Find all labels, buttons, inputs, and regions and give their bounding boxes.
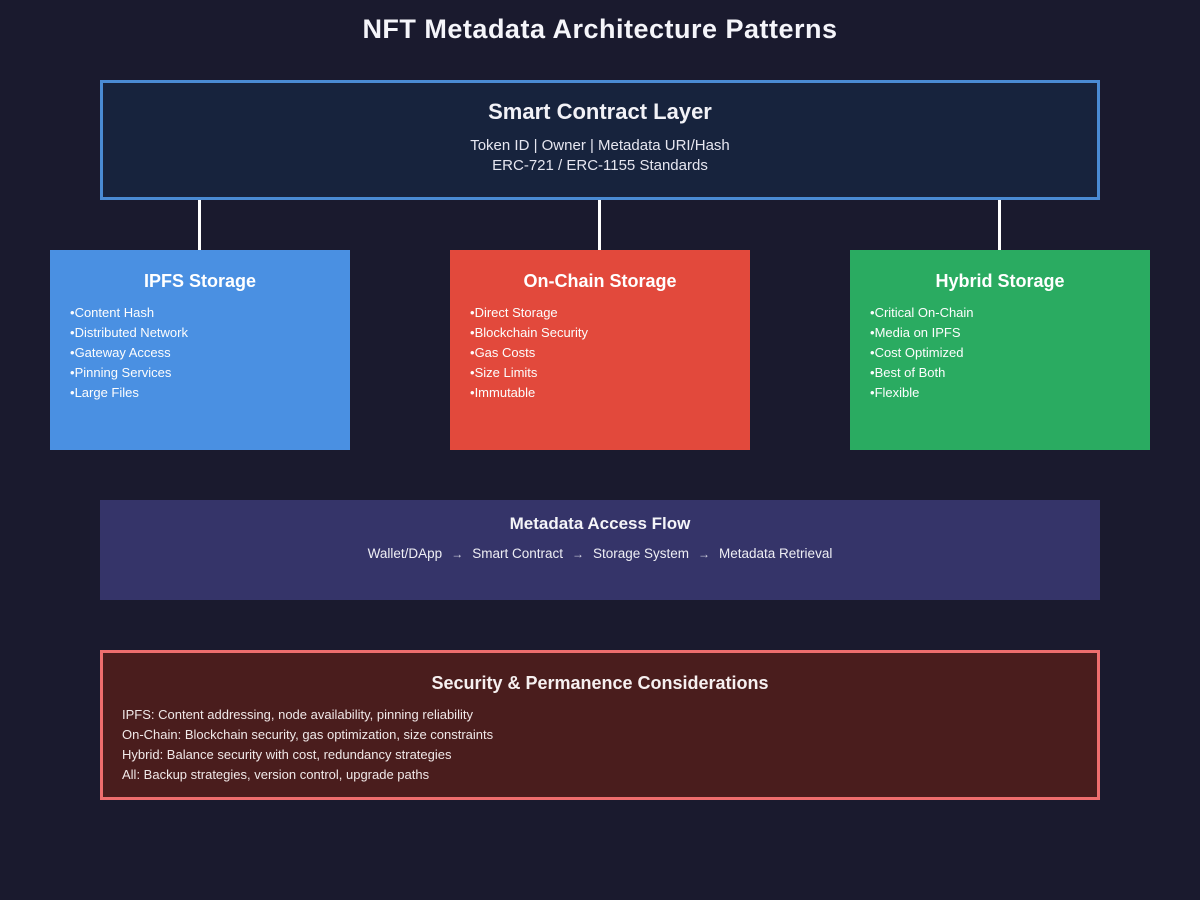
ipfs-storage-title: IPFS Storage [143, 271, 257, 291]
list-item: Gas Costs [470, 343, 750, 363]
arrow-right-icon: → [571, 547, 584, 561]
flow-step: Wallet/DApp [367, 546, 443, 561]
security-permanence-title: Security & Permanence Considerations [431, 673, 769, 693]
list-item: Pinning Services [70, 363, 350, 383]
arrow-right-icon: → [451, 547, 464, 561]
arrow-right-icon: → [698, 547, 711, 561]
security-permanence-box: Security & Permanence Considerations IPF… [100, 650, 1100, 800]
hybrid-storage-title: Hybrid Storage [935, 271, 1065, 291]
smart-contract-standards: ERC-721 / ERC-1155 Standards [492, 157, 708, 174]
list-item: Critical On-Chain [870, 303, 1150, 323]
smart-contract-details: Token ID | Owner | Metadata URI/Hash ERC… [103, 136, 1097, 176]
list-item: Large Files [70, 383, 350, 403]
list-item: Media on IPFS [870, 323, 1150, 343]
list-item: Content Hash [70, 303, 350, 323]
flow-step: Smart Contract [472, 546, 563, 561]
smart-contract-layer-box: Smart Contract Layer Token ID | Owner | … [100, 80, 1100, 200]
ipfs-storage-card: IPFS Storage Content HashDistributed Net… [50, 250, 350, 450]
list-item: Blockchain Security [470, 323, 750, 343]
list-item: Direct Storage [470, 303, 750, 323]
list-item: Size Limits [470, 363, 750, 383]
list-item: Flexible [870, 383, 1150, 403]
flow-step: Storage System [592, 546, 690, 561]
metadata-access-flow-steps: Wallet/DApp → Smart Contract → Storage Syste… [100, 546, 1100, 561]
list-item: IPFS: Content addressing, node availabil… [122, 707, 473, 722]
flow-step: Metadata Retrieval [719, 546, 833, 561]
onchain-storage-bullets: Direct StorageBlockchain SecurityGas Cos… [450, 303, 750, 403]
smart-contract-title: Smart Contract Layer [488, 99, 712, 124]
list-item: Cost Optimized [870, 343, 1150, 363]
hybrid-storage-card: Hybrid Storage Critical On-ChainMedia on… [850, 250, 1150, 450]
list-item: Immutable [470, 383, 750, 403]
list-item: Distributed Network [70, 323, 350, 343]
hybrid-storage-bullets: Critical On-ChainMedia on IPFSCost Optim… [850, 303, 1150, 403]
metadata-access-flow-box: Metadata Access Flow Wallet/DApp → Smart C… [100, 500, 1100, 600]
smart-contract-fields: Token ID | Owner | Metadata URI/Hash [470, 137, 730, 154]
connector-line-ipfs [198, 200, 201, 250]
metadata-access-flow-title: Metadata Access Flow [509, 514, 691, 533]
ipfs-storage-bullets: Content HashDistributed NetworkGateway A… [50, 303, 350, 403]
onchain-storage-title: On-Chain Storage [523, 271, 677, 291]
security-permanence-lines: IPFS: Content addressing, node availabil… [103, 705, 1097, 785]
list-item: Hybrid: Balance security with cost, redu… [122, 747, 452, 762]
connector-line-hybrid [998, 200, 1001, 250]
onchain-storage-card: On-Chain Storage Direct StorageBlockchai… [450, 250, 750, 450]
list-item: On-Chain: Blockchain security, gas optim… [122, 727, 494, 742]
list-item: Best of Both [870, 363, 1150, 383]
connector-line-onchain [598, 200, 601, 250]
list-item: Gateway Access [70, 343, 350, 363]
list-item: All: Backup strategies, version control,… [122, 767, 430, 782]
page-title: NFT Metadata Architecture Patterns [362, 14, 838, 44]
